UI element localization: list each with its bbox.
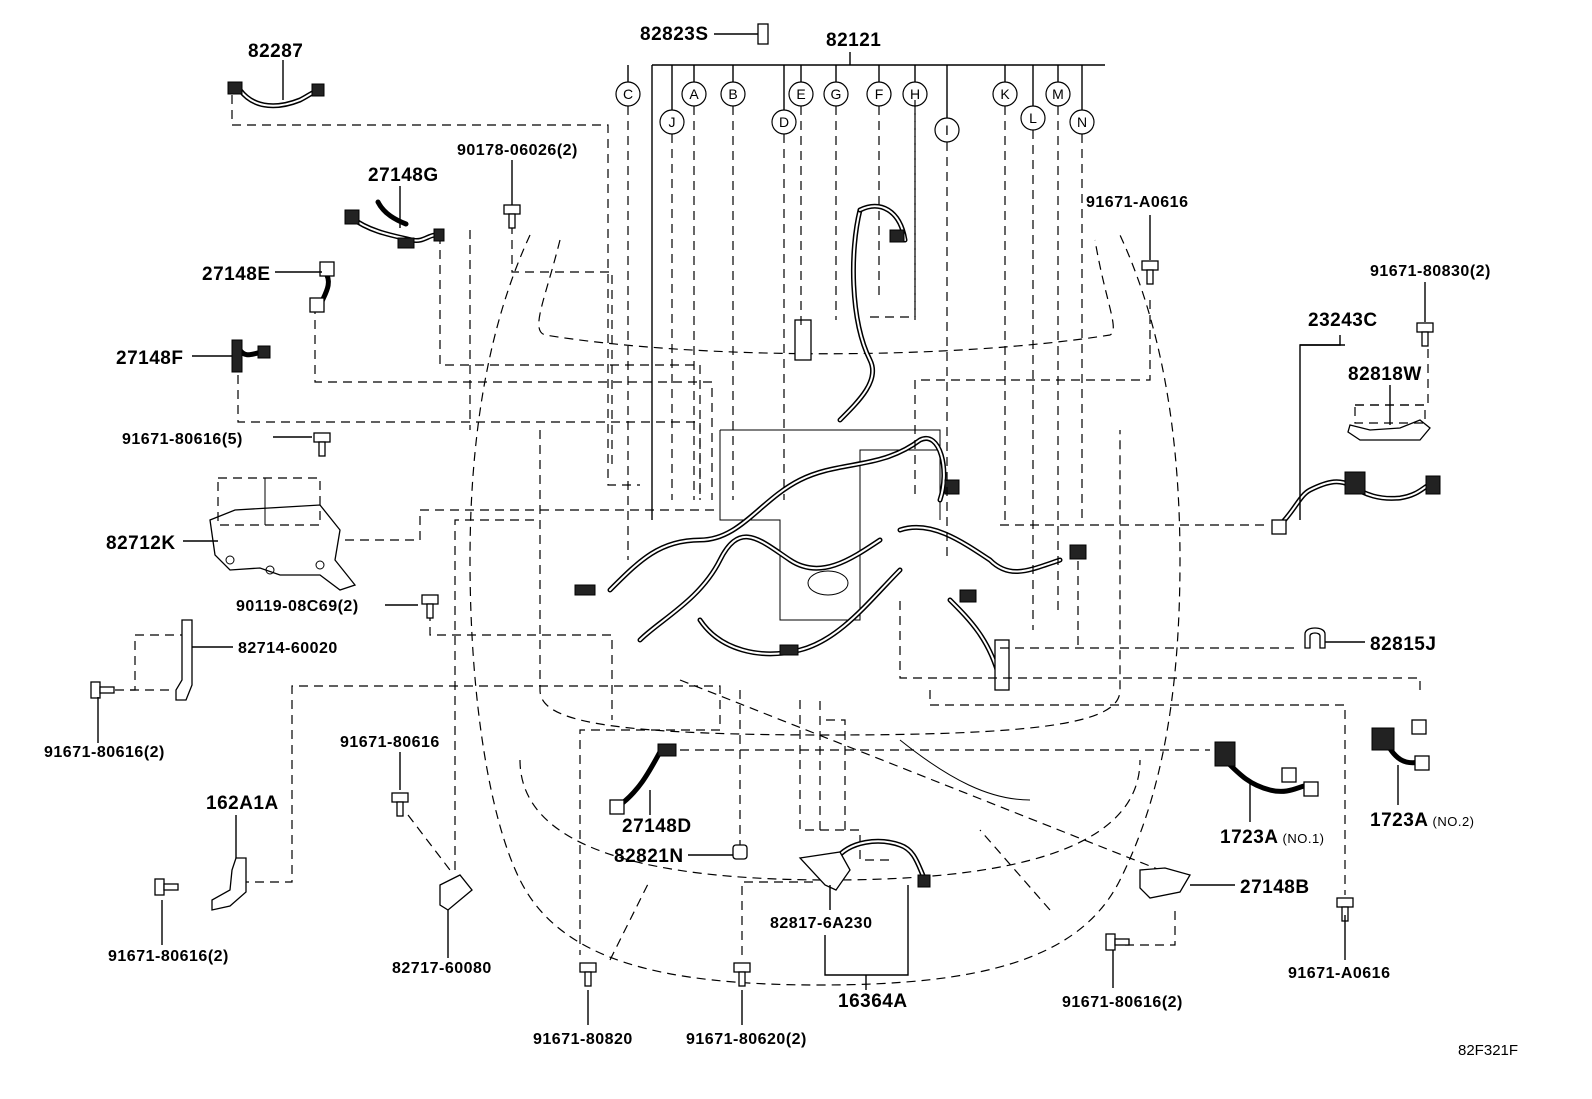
label-82823S: 82823S bbox=[640, 24, 709, 45]
harness-27148F bbox=[231, 339, 271, 373]
label-91671-80830: 91671-80830(2) bbox=[1370, 263, 1491, 280]
connector-bubble-f bbox=[866, 81, 892, 107]
connector-letter-a: A bbox=[689, 86, 699, 102]
connector-letter-i: I bbox=[945, 122, 949, 138]
label-91671-A0616-top: 91671-A0616 bbox=[1086, 194, 1188, 211]
figure-code: 82F321F bbox=[1458, 1042, 1518, 1059]
connector-letter-e: E bbox=[796, 86, 805, 102]
bracket-82714 bbox=[175, 619, 193, 701]
connector-letter-b: B bbox=[728, 86, 737, 102]
bolt-icon bbox=[733, 962, 751, 987]
connector-bubble-n bbox=[1069, 109, 1095, 135]
bracket-162A1A bbox=[211, 857, 247, 911]
harness-27148G bbox=[344, 199, 445, 249]
label-82712K: 82712K bbox=[106, 533, 176, 554]
label-91671-80616-2-left: 91671-80616(2) bbox=[44, 744, 165, 761]
connector-letter-k: K bbox=[1000, 86, 1010, 102]
bolt-icon bbox=[1416, 322, 1434, 347]
vehicle-body-outline bbox=[469, 234, 1181, 986]
clip-82823S bbox=[757, 23, 769, 45]
label-91671-80616-5: 91671-80616(5) bbox=[122, 431, 243, 448]
label-82287: 82287 bbox=[248, 41, 303, 62]
connector-letter-l: L bbox=[1029, 110, 1037, 126]
harness-1723A-no2 bbox=[1371, 719, 1430, 771]
connector-bubble-e bbox=[788, 81, 814, 107]
label-91671-80616-2-bottom-right: 91671-80616(2) bbox=[1062, 994, 1183, 1011]
dashed-leaders bbox=[115, 95, 1429, 955]
bolt-icon bbox=[421, 594, 439, 619]
bolt-icon bbox=[90, 681, 115, 699]
harness-16364A bbox=[798, 838, 931, 891]
connector-bubble-d bbox=[771, 109, 797, 135]
label-27148F: 27148F bbox=[116, 348, 183, 369]
harness-27148B bbox=[1139, 867, 1191, 899]
harness-27148D bbox=[609, 743, 677, 815]
connector-letter-c: C bbox=[623, 86, 633, 102]
connector-letter-j: J bbox=[669, 114, 676, 130]
bolt-icon bbox=[503, 204, 521, 229]
connector-bubble-m bbox=[1045, 81, 1071, 107]
harness-82287 bbox=[227, 81, 325, 109]
connector-bubble-i bbox=[934, 117, 960, 143]
connector-bubble-l bbox=[1020, 105, 1046, 131]
bolt-icon bbox=[391, 792, 409, 817]
label-27148E: 27148E bbox=[202, 264, 271, 285]
bracket-82712K bbox=[209, 477, 357, 591]
label-16364A: 16364A bbox=[838, 991, 908, 1012]
label-162A1A: 162A1A bbox=[206, 793, 279, 814]
label-1723A-no2: 1723A(NO.2) bbox=[1370, 810, 1475, 831]
bolt-icon bbox=[154, 878, 179, 896]
connector-bubble-c bbox=[615, 81, 641, 107]
clip-82815J bbox=[1304, 627, 1326, 649]
label-27148G: 27148G bbox=[368, 165, 439, 186]
engine-harness-cluster bbox=[574, 203, 1087, 691]
connector-bubbles: A B C DE F G H I J K LMN bbox=[615, 65, 1095, 630]
connector-letter-n: N bbox=[1077, 114, 1087, 130]
connector-bubble-g bbox=[823, 81, 849, 107]
harness-1723A-no1 bbox=[1214, 741, 1319, 797]
label-82817-6A230: 82817-6A230 bbox=[770, 915, 872, 932]
label-91671-80616-2-bottom-left: 91671-80616(2) bbox=[108, 948, 229, 965]
label-27148B: 27148B bbox=[1240, 877, 1310, 898]
harness-82818W bbox=[1347, 404, 1431, 441]
connector-bubble-a bbox=[681, 81, 707, 107]
harness-23243C bbox=[1271, 471, 1441, 535]
bracket-82717 bbox=[439, 874, 473, 911]
label-82714-60020: 82714-60020 bbox=[238, 640, 338, 657]
harness-27148E bbox=[309, 261, 335, 313]
bolt-icon bbox=[313, 432, 331, 457]
label-27148D: 27148D bbox=[622, 816, 692, 837]
label-91671-A0616-bottom: 91671-A0616 bbox=[1288, 965, 1390, 982]
label-82821N: 82821N bbox=[614, 846, 684, 867]
connector-bubble-j bbox=[659, 109, 685, 135]
connector-letter-d: D bbox=[779, 114, 789, 130]
connector-bubble-b bbox=[720, 81, 746, 107]
label-82818W: 82818W bbox=[1348, 364, 1422, 385]
label-1723A-no1: 1723A(NO.1) bbox=[1220, 827, 1325, 848]
connector-letter-g: G bbox=[831, 86, 842, 102]
bolt-icon bbox=[1141, 260, 1159, 285]
label-91671-80820: 91671-80820 bbox=[533, 1031, 633, 1048]
label-91671-80616: 91671-80616 bbox=[340, 734, 440, 751]
connector-letter-h: H bbox=[910, 86, 920, 102]
connector-bubble-k bbox=[992, 81, 1018, 107]
solid-leaders bbox=[97, 33, 1426, 1025]
bolt-icon bbox=[1105, 933, 1130, 951]
bolt-icon bbox=[579, 962, 597, 987]
connector-letter-f: F bbox=[875, 86, 884, 102]
label-82121: 82121 bbox=[826, 30, 881, 51]
clip-82821N bbox=[732, 844, 748, 860]
label-90119-08C69: 90119-08C69(2) bbox=[236, 598, 359, 615]
label-23243C: 23243C bbox=[1308, 310, 1378, 331]
label-91671-80620: 91671-80620(2) bbox=[686, 1031, 807, 1048]
label-90178-06026: 90178-06026(2) bbox=[457, 142, 578, 159]
connector-letter-m: M bbox=[1052, 86, 1064, 102]
label-82815J: 82815J bbox=[1370, 634, 1436, 655]
label-82717-60080: 82717-60080 bbox=[392, 960, 492, 977]
